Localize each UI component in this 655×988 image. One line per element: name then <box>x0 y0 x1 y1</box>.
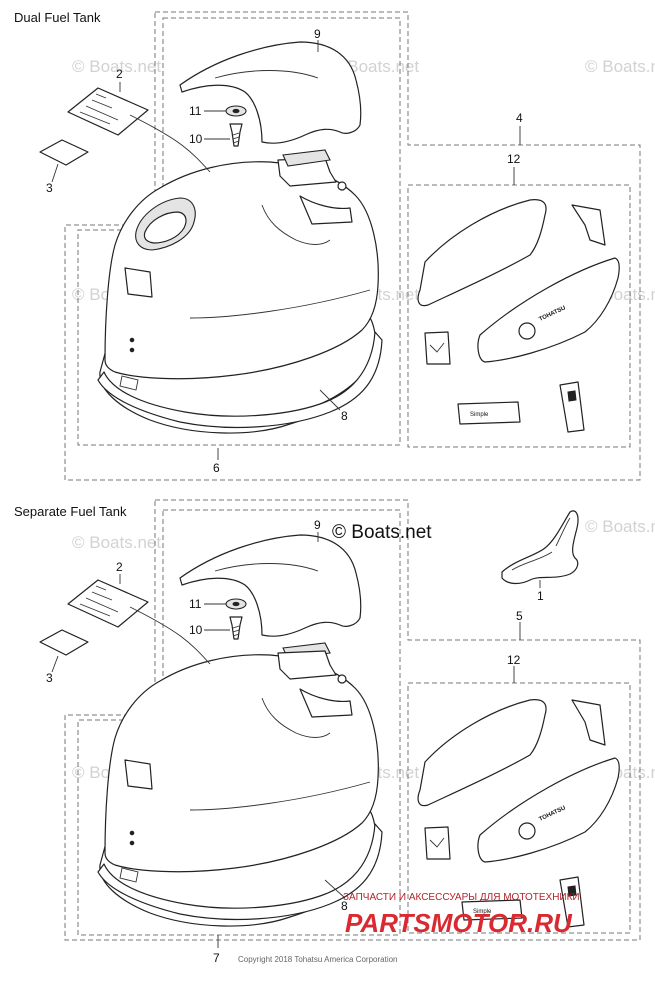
label-lines <box>79 585 119 617</box>
leader-line <box>129 114 211 173</box>
callout-2: 2 <box>116 560 123 574</box>
small-plate <box>39 629 89 656</box>
cowling-seal <box>97 331 383 429</box>
screw-thread <box>232 132 240 144</box>
callout-9: 9 <box>314 518 321 532</box>
leader-line <box>119 375 139 391</box>
callout-4: 4 <box>516 111 523 125</box>
decal-lever <box>559 381 585 433</box>
decal-kit: TOHATSU Simple <box>417 699 620 928</box>
callout-9: 9 <box>314 27 321 41</box>
decal-simple-text: Simple <box>473 909 492 915</box>
leader-line <box>51 163 59 183</box>
reseller-tagline: ЗАПЧАСТИ И АКСЕССУАРЫ ДЛЯ МОТОТЕХНИКИ <box>343 892 580 903</box>
cover-boundary <box>77 17 401 446</box>
decal-small-corner <box>571 204 606 246</box>
callout-11: 11 <box>189 104 202 118</box>
warning-label <box>67 87 149 136</box>
callout-6: 6 <box>213 461 220 475</box>
callout-11: 11 <box>189 597 202 611</box>
section-separate-fuel-tank: Separate Fuel Tank <box>14 499 641 965</box>
section-title: Separate Fuel Tank <box>14 504 127 519</box>
decal-brand-stripe <box>477 757 620 863</box>
washer-hole <box>232 601 240 607</box>
callout-3: 3 <box>46 671 53 685</box>
decal-lever-mark <box>567 885 577 897</box>
callout-1: 1 <box>537 589 544 603</box>
callout-7: 7 <box>213 951 220 965</box>
watermark: © Boats.net <box>72 57 161 76</box>
decal-small-corner <box>571 699 606 746</box>
copyright-notice: Copyright 2018 Tohatsu America Corporati… <box>238 955 398 964</box>
callout-10: 10 <box>189 623 203 637</box>
engine-top-cowling <box>99 149 379 434</box>
decal-brand-stripe <box>477 257 620 363</box>
watermark-strong: © Boats.net <box>332 522 432 543</box>
watermark: © Boats.net <box>585 57 655 76</box>
decal-lever-mark <box>567 390 577 402</box>
top-cover-cap <box>179 534 362 637</box>
decal-kit: TOHATSU Simple <box>417 199 620 433</box>
decal-simple-text: Simple <box>470 412 489 418</box>
leader-line <box>129 606 211 665</box>
decal-lever <box>559 876 585 928</box>
decal-side-panel <box>417 699 547 807</box>
leader-line <box>119 867 139 883</box>
decal-kit-boundary-12 <box>407 184 631 448</box>
decal-side-panel <box>417 199 547 307</box>
leader-line <box>51 655 59 673</box>
reseller-logo: PARTSMOTOR.RU <box>345 908 573 938</box>
screw <box>229 616 243 640</box>
callout-8: 8 <box>341 409 348 423</box>
decal-simple <box>461 899 523 921</box>
brand-logo-icon <box>518 322 536 340</box>
callout-8: 8 <box>341 899 348 913</box>
top-cover-cap <box>179 41 362 144</box>
leader-line <box>214 70 319 79</box>
leader-line <box>214 563 319 572</box>
section-dual-fuel-tank: Dual Fuel Tank <box>14 10 641 481</box>
emblem-mark <box>429 837 445 848</box>
section-title: Dual Fuel Tank <box>14 10 101 25</box>
small-plate <box>39 139 89 166</box>
screw-thread <box>232 625 240 637</box>
brand-logo-icon <box>518 822 536 840</box>
cowling-seal <box>97 823 383 921</box>
washer-hole <box>232 108 240 114</box>
watermark: © Boats.net <box>585 517 655 536</box>
callout-12: 12 <box>507 653 521 667</box>
callout-3: 3 <box>46 181 53 195</box>
callout-5: 5 <box>516 609 523 623</box>
decal-emblem <box>424 331 451 365</box>
decal-kit-boundary-12 <box>407 682 631 934</box>
decal-emblem <box>424 826 451 860</box>
callout-12: 12 <box>507 152 521 166</box>
callout-10: 10 <box>189 132 203 146</box>
script-decal-lines <box>511 517 571 571</box>
script-decal <box>501 510 579 585</box>
watermark: © Boats.net <box>72 533 161 552</box>
leader-line <box>324 879 346 899</box>
leader-line <box>319 389 341 411</box>
callout-2: 2 <box>116 67 123 81</box>
label-lines <box>79 93 119 125</box>
warning-label <box>67 579 149 628</box>
engine-top-cowling <box>99 642 379 927</box>
screw <box>229 123 243 147</box>
emblem-mark <box>429 342 445 353</box>
decal-simple <box>457 401 521 425</box>
